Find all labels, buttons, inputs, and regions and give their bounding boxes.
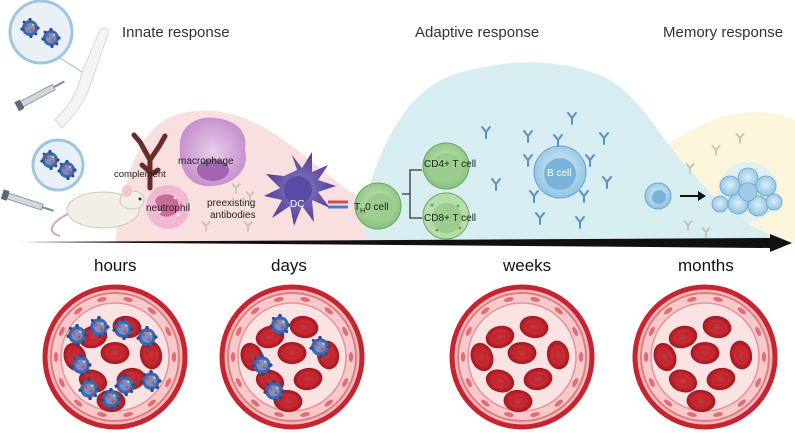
adaptive-response-title: Adaptive response [415,24,539,41]
red-blood-cell [277,341,307,365]
cd8-label: CD8+ T cell [424,213,476,224]
cd8-t-cell [422,192,470,240]
complement-label: complement [114,169,166,180]
timeline-months: months [678,256,734,275]
red-blood-cell [507,341,537,365]
timeline-days: days [271,256,307,275]
vessel-hours [42,284,188,430]
arrow-right-icon [680,191,706,201]
syringe-icon [14,80,65,112]
vessel-days [219,284,365,430]
complement-icon [131,132,168,191]
innate-response-title: Innate response [122,24,230,41]
differentiation-bracket [402,169,422,219]
b-cell [533,145,587,199]
macrophage-label: macrophage [178,156,234,167]
neutrophil-label: neutrophil [146,203,190,214]
timeline-hours: hours [94,256,137,275]
th0-cell [354,182,402,230]
macrophage-cell [179,117,246,187]
virus-inset-circle-bottom [31,138,85,192]
timeline-weeks: weeks [502,256,551,275]
arm-icon [54,27,109,129]
b-cell-label: B cell [547,168,571,179]
neutrophil-cell [146,185,190,229]
preexisting-antibodies-label-1: preexisting [207,198,255,209]
th0-label: TH0 cell [354,202,389,215]
plasma-cell-cluster [711,162,783,222]
red-blood-cell [690,341,720,365]
virus-inset-circle-top [8,0,74,65]
syringe-icon [0,189,54,212]
dendritic-cell [264,152,336,226]
cd4-label: CD4+ T cell [424,159,476,170]
memory-response-title: Memory response [663,24,783,41]
vessel-weeks [449,284,595,430]
memory-b-cell [644,182,672,210]
preexisting-antibodies-label-2: antibodies [210,210,256,221]
cd4-t-cell [422,142,470,190]
dc-label: DC [290,199,304,210]
timeline-axis [20,234,792,252]
vessel-months [632,284,778,430]
red-blood-cell [100,341,130,365]
mouse-icon [50,185,145,237]
